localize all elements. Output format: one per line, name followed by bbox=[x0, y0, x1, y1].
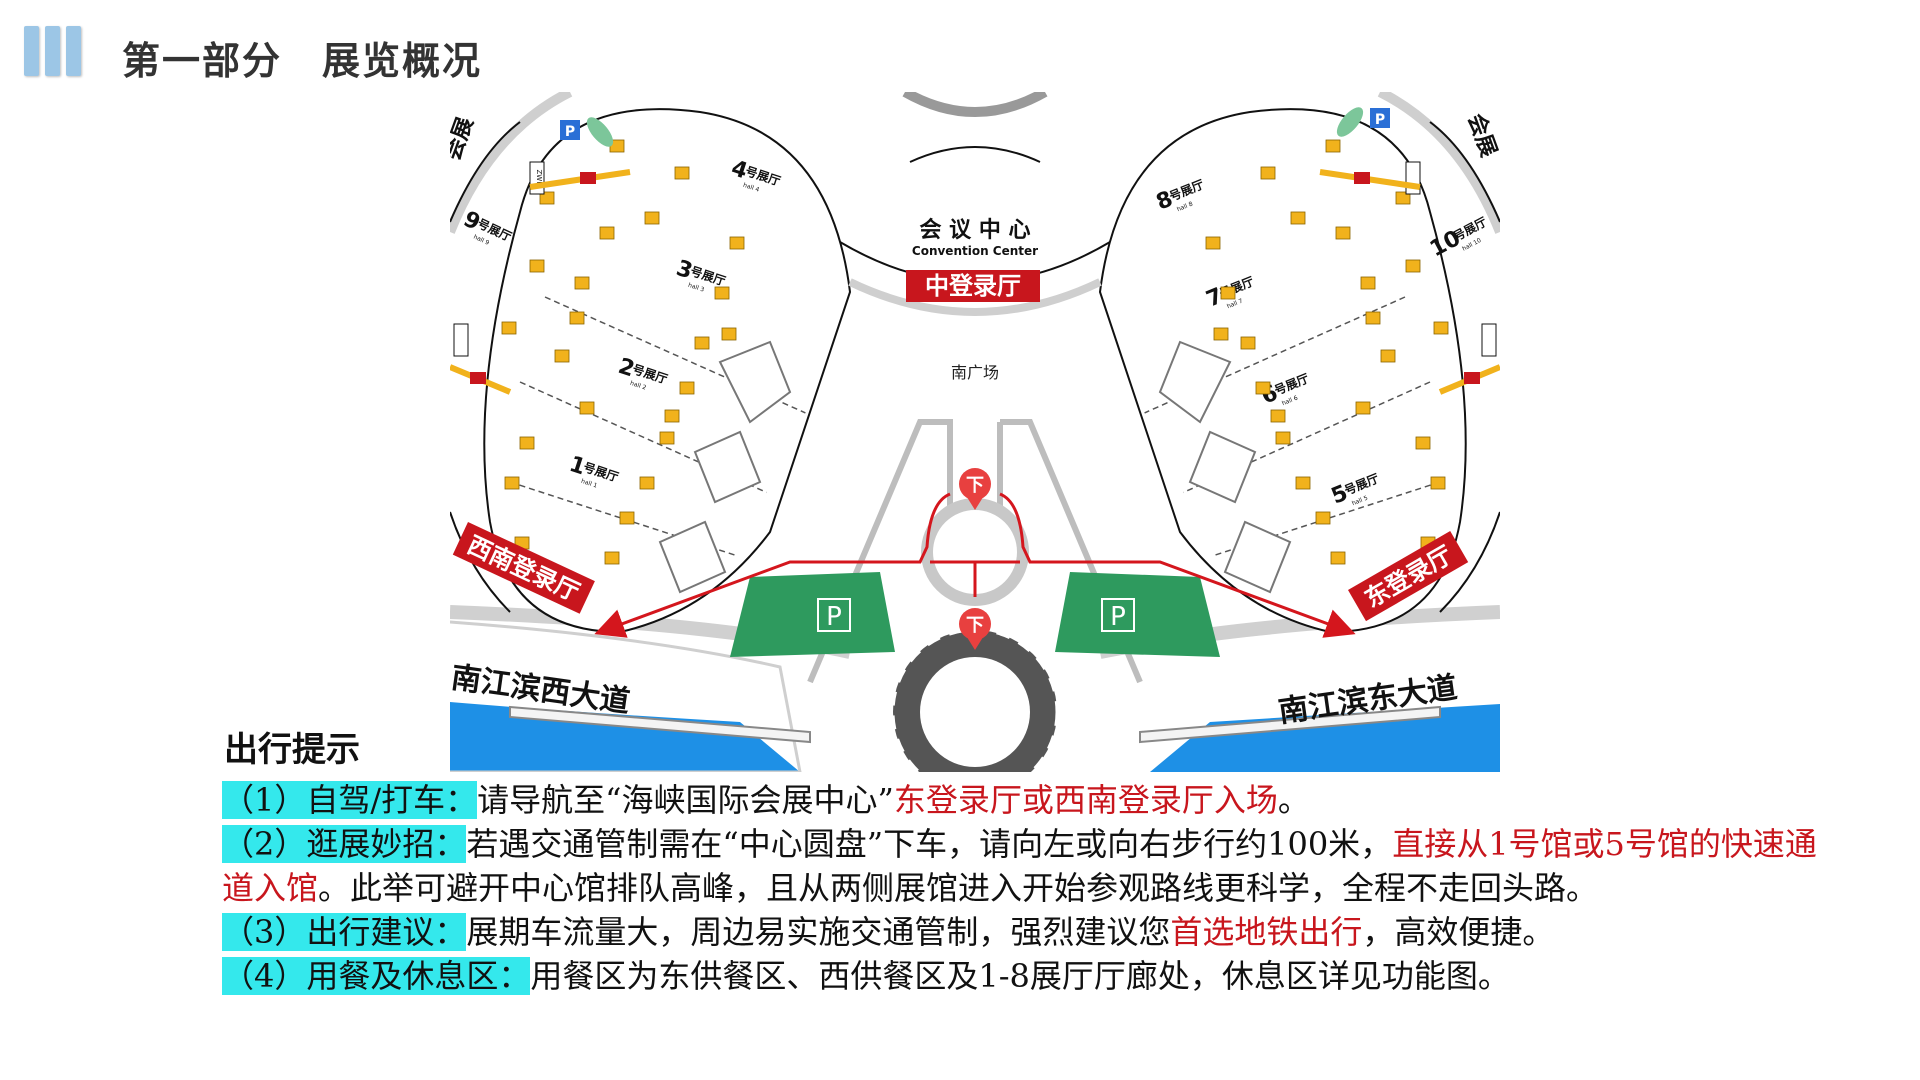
drop-off-marker-upper: 下 bbox=[959, 468, 991, 510]
svg-text:hall 1: hall 1 bbox=[580, 478, 598, 490]
tip-text: 展期车流量大，周边易实施交通管制，强烈建议您 bbox=[466, 913, 1171, 951]
walk-route-east bbox=[999, 492, 1356, 638]
tip-text: 用餐区为东供餐区、西供餐区及1-8展厅厅廊处，休息区详见功能图。 bbox=[530, 957, 1510, 995]
tip-text-after: 。 bbox=[1277, 781, 1310, 819]
tip-text: 请导航至“海峡国际会展中心” bbox=[477, 781, 894, 819]
river-east bbox=[1150, 704, 1500, 772]
tip-label: （2）逛展妙招： bbox=[222, 825, 467, 863]
section-icon bbox=[24, 26, 86, 76]
south-plaza-label: 南广场 bbox=[951, 363, 999, 382]
tip-item-3: （3）出行建议：展期车流量大，周边易实施交通管制，强烈建议您首选地铁出行，高效便… bbox=[222, 910, 1832, 954]
parking-west bbox=[730, 572, 895, 657]
parking-symbol-east: P bbox=[1110, 602, 1126, 632]
convention-center bbox=[830, 92, 1120, 297]
svg-text:hall 4: hall 4 bbox=[742, 182, 760, 194]
convention-center-en: Convention Center bbox=[912, 244, 1038, 258]
entrance-markers-east bbox=[1205, 139, 1449, 565]
svg-text:1: 1 bbox=[566, 452, 588, 481]
tip-text-after: 。此举可避开中心馆排队高峰，且从两侧展馆进入开始参观路线更科学，全程不走回头路。 bbox=[318, 869, 1599, 907]
parking-east bbox=[1055, 572, 1220, 657]
central-lobby-box bbox=[906, 270, 1040, 302]
tip-label: （1）自驾/打车： bbox=[222, 781, 478, 819]
entrance-markers-west bbox=[501, 139, 745, 565]
convention-center-label: 会 议 中 心 bbox=[920, 217, 1031, 243]
zwh-label: ZWH bbox=[535, 170, 543, 187]
tip-highlight: 东登录厅或西南登录厅入场 bbox=[893, 781, 1278, 819]
central-lobby-label: 中登录厅 bbox=[925, 272, 1021, 300]
tips-title: 出行提示 bbox=[224, 730, 360, 770]
walk-route-west bbox=[594, 492, 951, 638]
parking-sign-west bbox=[560, 120, 580, 140]
venue-map: P P 会 议 中 心 Convention Center 中登录厅 南广场 4… bbox=[450, 92, 1500, 772]
tip-text-after: ，高效便捷。 bbox=[1362, 913, 1555, 951]
tip-label: （3）出行建议： bbox=[222, 913, 467, 951]
drop-off-marker-lower: 下 bbox=[959, 608, 991, 650]
parking-sign-east bbox=[1370, 108, 1390, 128]
svg-text:P: P bbox=[1375, 112, 1385, 128]
svg-text:hall 3: hall 3 bbox=[687, 282, 705, 294]
svg-text:P: P bbox=[565, 124, 575, 140]
tip-item-2: （2）逛展妙招：若遇交通管制需在“中心圆盘”下车，请向左或向右步行约100米，直… bbox=[222, 822, 1832, 910]
tip-item-1: （1）自驾/打车：请导航至“海峡国际会展中心”东登录厅或西南登录厅入场。 bbox=[222, 778, 1832, 822]
tip-label: （4）用餐及休息区： bbox=[222, 957, 531, 995]
tips-list: （1）自驾/打车：请导航至“海峡国际会展中心”东登录厅或西南登录厅入场。 （2）… bbox=[222, 778, 1832, 998]
svg-text:下: 下 bbox=[966, 475, 984, 496]
tip-text: 若遇交通管制需在“中心圆盘”下车，请向左或向右步行约100米， bbox=[466, 825, 1393, 863]
section-title: 第一部分 展览概况 bbox=[122, 39, 483, 83]
svg-text:2: 2 bbox=[615, 354, 637, 383]
tip-item-4: （4）用餐及休息区：用餐区为东供餐区、西供餐区及1-8展厅厅廊处，休息区详见功能… bbox=[222, 954, 1832, 998]
svg-text:3: 3 bbox=[673, 256, 695, 285]
parking-symbol-west: P bbox=[826, 602, 842, 632]
svg-text:下: 下 bbox=[966, 615, 984, 636]
tip-highlight: 首选地铁出行 bbox=[1170, 913, 1363, 951]
svg-text:hall 2: hall 2 bbox=[629, 380, 647, 392]
svg-text:4: 4 bbox=[728, 156, 750, 185]
tip-highlight: 直接从1号馆或5号馆的快速通道入馆 bbox=[222, 825, 1817, 907]
